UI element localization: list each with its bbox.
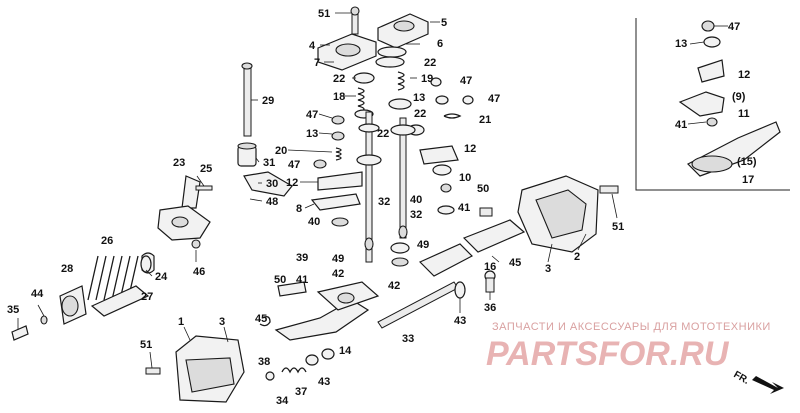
watermark-caption: ЗАПЧАСТИ И АКСЕССУАРЫ ДЛЯ МОТОТЕХНИКИ [492,321,771,333]
callout-29: 29 [262,95,274,107]
callout-22: 22 [377,128,389,140]
callout-5: 5 [441,17,447,29]
callout-28: 28 [61,263,73,275]
callout-47: 47 [306,109,318,121]
shift-fork-right [331,205,526,277]
upper-cover-assembly [317,6,429,71]
shift-shaft-left [310,111,382,263]
callout-labels: 51 5 4 6 7 22 22 19 47 18 13 47 47 22 21… [7,8,757,407]
callout-49: 49 [332,253,344,265]
callout-41: 41 [458,202,470,214]
callout-47: 47 [728,21,740,33]
callout-22: 22 [424,57,436,69]
callout-47: 47 [488,93,500,105]
callout-13: 13 [306,128,318,140]
gear-shift-spindle [237,62,293,197]
direction-label: FR. [731,369,751,387]
callout-42: 42 [332,268,344,280]
callout-24: 24 [155,271,168,283]
callout-33: 33 [402,333,414,345]
callout-8: 8 [296,203,302,215]
callout-40: 40 [308,216,320,228]
callout-51: 51 [612,221,624,233]
callout-15: (15) [737,156,757,168]
callout-46: 46 [193,266,205,278]
callout-36: 36 [484,302,496,314]
callout-48: 48 [266,196,278,208]
callout-51: 51 [140,339,152,351]
callout-45: 45 [255,313,267,325]
callout-49: 49 [417,239,429,251]
callout-23: 23 [173,157,185,169]
callout-43: 43 [318,376,330,388]
callout-12: 12 [286,177,298,189]
callout-26: 26 [101,235,113,247]
callout-7: 7 [314,57,320,69]
callout-10: 10 [459,172,471,184]
inset-frame [635,18,790,191]
callout-13: 13 [413,92,425,104]
callout-1: 1 [178,316,184,328]
callout-42: 42 [388,280,400,292]
callout-3: 3 [545,263,551,275]
callout-16: 16 [484,261,496,273]
callout-47: 47 [460,75,472,87]
right-housing [517,175,619,253]
callout-47: 47 [288,159,300,171]
callout-41: 41 [675,119,687,131]
callout-25: 25 [200,163,212,175]
callout-40: 40 [410,194,422,206]
callout-12: 12 [464,143,476,155]
shift-arm-assembly [141,175,213,274]
fork-group-center [419,145,459,193]
callout-32: 32 [410,209,422,221]
callout-35: 35 [7,304,19,316]
callout-22: 22 [333,73,345,85]
callout-18: 18 [333,91,345,103]
callout-3: 3 [219,316,225,328]
callout-11: 11 [738,108,750,120]
callout-27: 27 [141,291,153,303]
callout-22: 22 [414,108,426,120]
inset-assembly [678,20,781,177]
callout-21: 21 [479,114,491,126]
lower-housing [145,335,245,403]
shift-shaft-right [390,117,416,239]
spring-sleeve-group [11,239,201,341]
selector-fork-group [259,281,380,381]
callout-45: 45 [509,257,521,269]
callout-41: 41 [296,274,308,286]
watermark-logo: PARTSFOR.RU [486,335,730,373]
callout-17: 17 [742,174,754,186]
callout-30: 30 [266,178,278,190]
front-direction-arrow [752,376,784,394]
callout-39: 39 [296,252,308,264]
callout-44: 44 [31,288,44,300]
leader-lines [17,25,728,369]
callout-50: 50 [274,274,286,286]
callout-13: 13 [675,38,687,50]
callout-6: 6 [437,38,443,50]
callout-4: 4 [309,40,316,52]
callout-20: 20 [275,145,287,157]
callout-12: 12 [738,69,750,81]
callout-31: 31 [263,157,275,169]
callout-43: 43 [454,315,466,327]
callout-51: 51 [318,8,330,20]
callout-19: 19 [421,73,433,85]
callout-32: 32 [378,196,390,208]
callout-34: 34 [276,395,289,407]
callout-9: (9) [732,91,746,103]
callout-50: 50 [477,183,489,195]
callout-38: 38 [258,356,270,368]
callout-14: 14 [339,345,352,357]
callout-37: 37 [295,386,307,398]
callout-2: 2 [574,251,580,263]
